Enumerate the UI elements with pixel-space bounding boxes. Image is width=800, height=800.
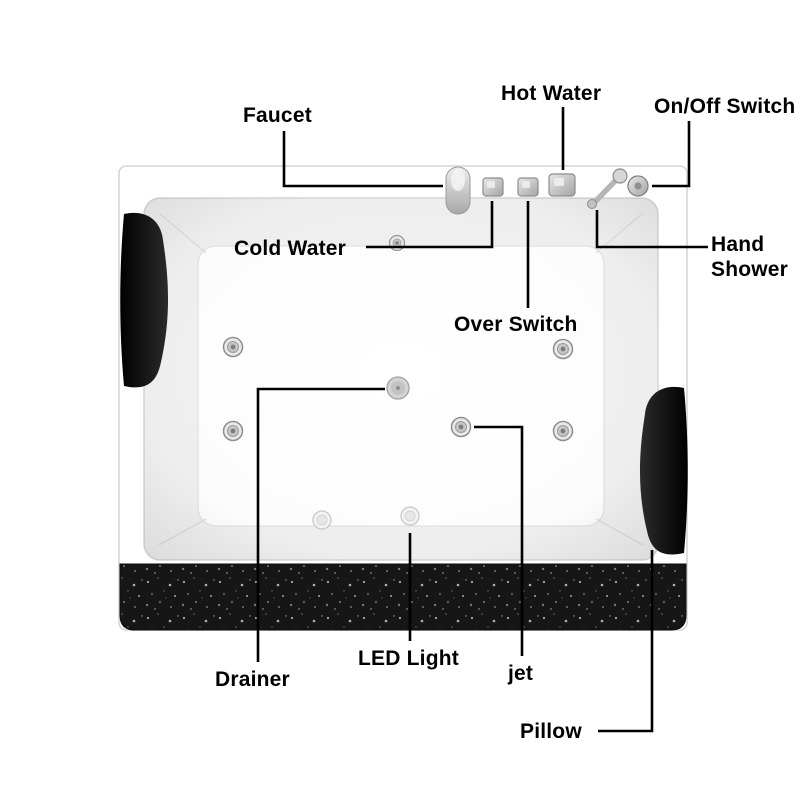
jet-left-upper bbox=[222, 336, 244, 358]
jet-left-lower bbox=[222, 420, 244, 442]
faucet-spout bbox=[445, 166, 471, 215]
tub-apron bbox=[119, 563, 687, 631]
label-pillow: Pillow bbox=[520, 720, 582, 743]
on-off-switch-knob bbox=[627, 175, 649, 197]
label-on-off-switch: On/Off Switch bbox=[654, 95, 796, 118]
pointer-on-off-switch bbox=[652, 121, 691, 188]
jet-labeled bbox=[450, 416, 472, 438]
label-drainer: Drainer bbox=[215, 668, 290, 691]
pointer-drainer bbox=[256, 387, 385, 662]
label-over-switch: Over Switch bbox=[454, 313, 578, 336]
pointer-pillow bbox=[598, 550, 654, 733]
pointer-lines bbox=[256, 107, 708, 733]
jet-right-upper bbox=[552, 338, 574, 360]
drain bbox=[386, 376, 410, 400]
over-switch-knob bbox=[517, 177, 539, 197]
label-hot-water: Hot Water bbox=[501, 82, 602, 105]
pointer-jet bbox=[474, 425, 524, 656]
pointer-faucet bbox=[282, 131, 443, 188]
label-faucet: Faucet bbox=[243, 104, 312, 127]
label-cold-water: Cold Water bbox=[234, 237, 347, 260]
label-jet: jet bbox=[508, 662, 534, 685]
label-hand-shower: Hand Shower bbox=[711, 233, 789, 281]
hot-water-knob bbox=[548, 173, 576, 197]
led-light-right bbox=[400, 506, 420, 526]
cold-water-knob bbox=[482, 177, 504, 197]
label-led-light: LED Light bbox=[358, 647, 459, 670]
pointer-cold-water bbox=[366, 201, 494, 249]
hand-shower bbox=[587, 168, 628, 209]
pointer-hand-shower bbox=[595, 210, 708, 249]
led-light-left bbox=[312, 510, 332, 530]
pillow-left bbox=[120, 212, 169, 388]
pillow-right bbox=[639, 386, 688, 555]
jet-right-lower bbox=[552, 420, 574, 442]
